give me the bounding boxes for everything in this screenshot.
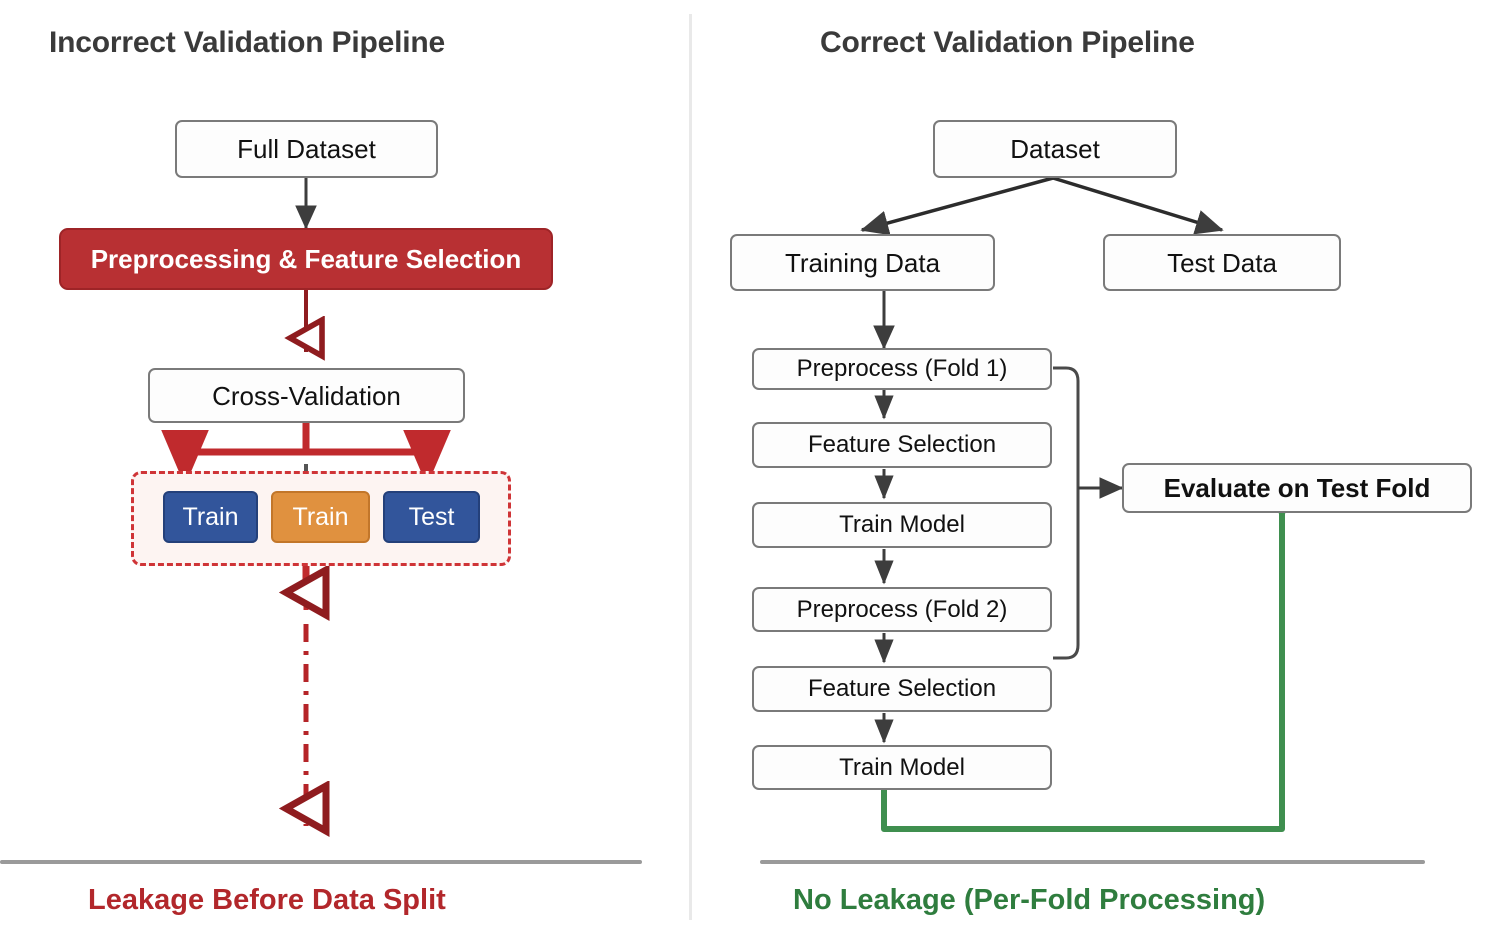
node-test-data-label: Test Data <box>1167 247 1277 278</box>
node-preprocess-fold-1[interactable]: Preprocess (Fold 1) <box>752 348 1052 390</box>
fold-chip-train-1-label: Train <box>182 502 239 531</box>
node-dataset-label: Dataset <box>1010 134 1100 164</box>
node-train-model-2[interactable]: Train Model <box>752 745 1052 790</box>
fold-chip-train-2[interactable]: Train <box>271 491 370 543</box>
node-evaluate-label: Evaluate on Test Fold <box>1163 473 1431 503</box>
right-footer-rule <box>760 860 1425 864</box>
node-feature-selection-1[interactable]: Feature Selection <box>752 422 1052 468</box>
node-feature-selection-1-label: Feature Selection <box>807 431 997 458</box>
node-feature-selection-2-label: Feature Selection <box>807 675 997 702</box>
right-panel-title: Correct Validation Pipeline <box>820 26 1195 59</box>
node-full-dataset[interactable]: Full Dataset <box>175 120 438 178</box>
node-evaluate-on-test-fold[interactable]: Evaluate on Test Fold <box>1122 463 1472 513</box>
right-panel-caption: No Leakage (Per-Fold Processing) <box>793 884 1266 916</box>
left-panel-title: Incorrect Validation Pipeline <box>49 26 445 59</box>
node-preprocessing-feature-selection[interactable]: Preprocessing & Feature Selection <box>59 228 553 290</box>
node-feature-selection-2[interactable]: Feature Selection <box>752 666 1052 712</box>
node-preprocess-fold-1-label: Preprocess (Fold 1) <box>796 355 1008 382</box>
left-footer-rule <box>0 860 642 864</box>
node-cross-validation-label: Cross-Validation <box>212 380 401 411</box>
fold-chip-test[interactable]: Test <box>383 491 480 543</box>
left-panel-caption: Leakage Before Data Split <box>88 884 446 916</box>
node-cross-validation[interactable]: Cross-Validation <box>148 368 465 423</box>
node-train-model-1-label: Train Model <box>839 511 965 538</box>
node-full-dataset-label: Full Dataset <box>237 134 376 164</box>
node-training-data[interactable]: Training Data <box>730 234 995 291</box>
node-train-model-1[interactable]: Train Model <box>752 502 1052 548</box>
node-test-data[interactable]: Test Data <box>1103 234 1341 291</box>
fold-chip-train-1[interactable]: Train <box>163 491 258 543</box>
node-preprocessing-label: Preprocessing & Feature Selection <box>90 244 522 274</box>
node-train-model-2-label: Train Model <box>839 753 965 781</box>
node-preprocess-fold-2[interactable]: Preprocess (Fold 2) <box>752 587 1052 632</box>
fold-chip-test-label: Test <box>408 502 455 531</box>
fold-chip-train-2-label: Train <box>292 502 349 531</box>
node-preprocess-fold-2-label: Preprocess (Fold 2) <box>796 595 1008 623</box>
node-dataset[interactable]: Dataset <box>933 120 1177 178</box>
node-training-data-label: Training Data <box>784 247 941 278</box>
panel-divider <box>689 14 692 920</box>
